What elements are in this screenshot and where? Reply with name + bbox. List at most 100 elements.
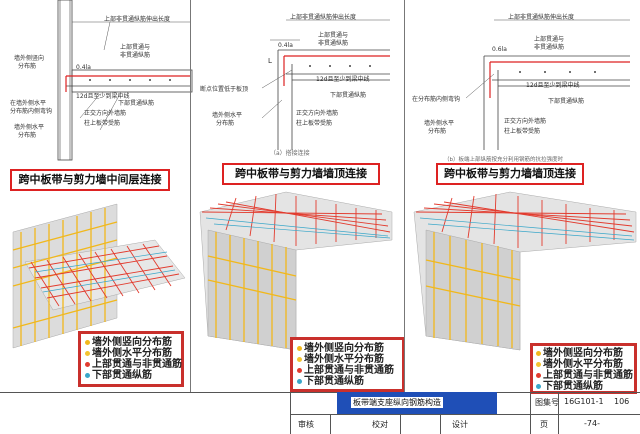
drawing-label: 分布筋 — [18, 132, 37, 139]
sheet-code: 106 — [614, 397, 630, 406]
drawing-label: 上部贯通与 — [534, 36, 565, 43]
drawing-label: 下部贯通纵筋 — [548, 98, 585, 105]
panel-1-legend: 墙外侧竖向分布筋 墙外侧水平分布筋 上部贯通与非贯通筋 下部贯通纵筋 — [78, 331, 184, 387]
title-block-rule — [530, 392, 531, 434]
drawing-label: 0.4la — [76, 64, 91, 71]
legend-swatch — [297, 379, 302, 384]
atlas-number: 16G101-1 — [564, 397, 604, 406]
drawing-label: 非贯通纵筋 — [120, 52, 151, 59]
drawing-label: 柱上板带受筋 — [504, 128, 541, 135]
panel-3-legend: 墙外侧竖向分布筋 墙外侧水平分布筋 上部贯通与非贯通筋 下部贯通纵筋 — [530, 343, 637, 394]
panel-3-3d-svg — [413, 191, 637, 351]
drawing-label: 上部非贯通纵筋伸出长度 — [104, 16, 171, 23]
atlas-number-label: 图集号 — [535, 398, 559, 407]
drawing-label: 墙外侧水平 — [424, 120, 455, 127]
drawing-label: 在分布筋内侧弯钩 — [412, 96, 461, 103]
design-label: 设计 — [452, 420, 468, 429]
legend-swatch — [536, 373, 541, 378]
panel-1-title: 跨中板带与剪力墙中间层连接 — [10, 169, 170, 191]
panel-2-3d-model — [196, 190, 396, 364]
drawing-label: 非贯通纵筋 — [318, 40, 349, 47]
panel-2-3d-svg — [199, 191, 393, 351]
legend-label: 墙外侧水平分布筋 — [304, 354, 384, 365]
title-block-rule — [400, 414, 401, 434]
page-label: 页 — [540, 420, 548, 429]
drawing-label: 分布筋 — [428, 128, 447, 135]
legend-item: 墙外侧竖向分布筋 — [297, 343, 398, 354]
drawing-label: 12d且至少到梁中线 — [76, 93, 130, 100]
legend-label: 上部贯通与非贯通筋 — [304, 365, 394, 376]
legend-swatch — [536, 362, 541, 367]
panel-3-drawing-svg — [465, 19, 630, 150]
drawing-label: 上部贯通与 — [120, 44, 151, 51]
drawing-label: 下部贯通纵筋 — [118, 100, 155, 107]
panel-1-3d-svg — [12, 203, 186, 349]
legend-swatch — [297, 357, 302, 362]
panel-2-title: 跨中板带与剪力墙墙顶连接 — [222, 163, 380, 185]
drawing-label: 墙外侧竖向 — [14, 55, 45, 62]
page-number: -74- — [584, 419, 600, 428]
legend-item: 上部贯通与非贯通筋 — [536, 370, 633, 381]
legend-item: 墙外侧水平分布筋 — [297, 354, 398, 365]
legend-swatch — [85, 362, 90, 367]
legend-label: 墙外侧竖向分布筋 — [92, 337, 172, 348]
drawing-label: 在墙外侧水平 — [10, 100, 47, 107]
legend-label: 墙外侧水平分布筋 — [92, 348, 172, 359]
panel-divider — [404, 0, 405, 392]
legend-item: 墙外侧竖向分布筋 — [536, 348, 631, 359]
drawing-label: 上部贯通与 — [318, 32, 349, 39]
legend-item: 上部贯通与非贯通筋 — [297, 365, 398, 376]
panel-2-legend: 墙外侧竖向分布筋 墙外侧水平分布筋 上部贯通与非贯通筋 下部贯通纵筋 — [290, 337, 405, 392]
panel-2-caption: （a）搭接连接 — [270, 150, 310, 157]
legend-label: 下部贯通纵筋 — [543, 381, 603, 392]
legend-item: 墙外侧水平分布筋 — [536, 359, 631, 370]
review-label: 审核 — [298, 420, 314, 429]
panel-2-drawing-svg — [261, 19, 390, 150]
legend-item: 下部贯通纵筋 — [536, 381, 631, 392]
legend-label: 墙外侧竖向分布筋 — [304, 343, 384, 354]
panel-3-title: 跨中板带与剪力墙墙顶连接 — [436, 163, 584, 185]
drawing-title-banner: 板带端支座纵向钢筋构造 — [337, 392, 497, 414]
drawing-label: 上部非贯通纵筋伸出长度 — [290, 14, 357, 21]
drawing-label: 墙外侧水平 — [212, 112, 243, 119]
legend-label: 下部贯通纵筋 — [92, 370, 152, 381]
legend-item: 上部贯通与非贯通筋 — [85, 359, 182, 370]
drawing-label: 柱上板带受筋 — [296, 120, 333, 127]
legend-swatch — [297, 368, 302, 373]
title-block-rule — [330, 414, 331, 434]
drawing-label: 正交方向外墙筋 — [296, 110, 339, 117]
legend-swatch — [85, 351, 90, 356]
drawing-label: 断点位置低于板顶 — [200, 86, 249, 93]
drawing-label: 分布筋 — [18, 63, 37, 70]
title-block-rule — [558, 392, 559, 434]
drawing-label: 正交方向外墙筋 — [504, 118, 547, 125]
legend-swatch — [536, 351, 541, 356]
drawing-label: 柱上板带受筋 — [84, 120, 121, 127]
drawing-title: 板带端支座纵向钢筋构造 — [351, 397, 443, 408]
drawing-label: 非贯通纵筋 — [534, 44, 565, 51]
panel-divider — [190, 0, 191, 392]
drawing-label: 分布筋 — [216, 120, 235, 127]
panel-1-3d-model — [5, 200, 190, 354]
panel-3-caption: （b）板端上部纵筋按充分利用钢筋的抗拉强度时 — [444, 157, 563, 163]
legend-label: 上部贯通与非贯通筋 — [92, 359, 182, 370]
panel-3-3d-model — [410, 190, 640, 364]
legend-item: 下部贯通纵筋 — [297, 376, 398, 387]
drawing-label: 正交方向外墙筋 — [84, 110, 127, 117]
legend-swatch — [536, 384, 541, 389]
legend-label: 上部贯通与非贯通筋 — [543, 370, 633, 381]
legend-item: 下部贯通纵筋 — [85, 370, 177, 381]
legend-swatch — [297, 346, 302, 351]
drawing-label: 上部非贯通纵筋伸出长度 — [508, 14, 575, 21]
panel-1-drawing-svg — [57, 0, 193, 161]
drawing-label: L — [268, 57, 272, 65]
drawing-label: 下部贯通纵筋 — [330, 92, 367, 99]
drawing-label: 分布筋内侧弯钩 — [10, 108, 53, 115]
legend-label: 墙外侧水平分布筋 — [543, 359, 623, 370]
title-block-rule — [0, 392, 640, 393]
drawing-label: 0.6la — [492, 46, 507, 53]
legend-swatch — [85, 373, 90, 378]
drawing-label: 0.4la — [278, 42, 293, 49]
legend-swatch — [85, 340, 90, 345]
drawing-label: 12d且至少到梁中线 — [526, 82, 580, 89]
